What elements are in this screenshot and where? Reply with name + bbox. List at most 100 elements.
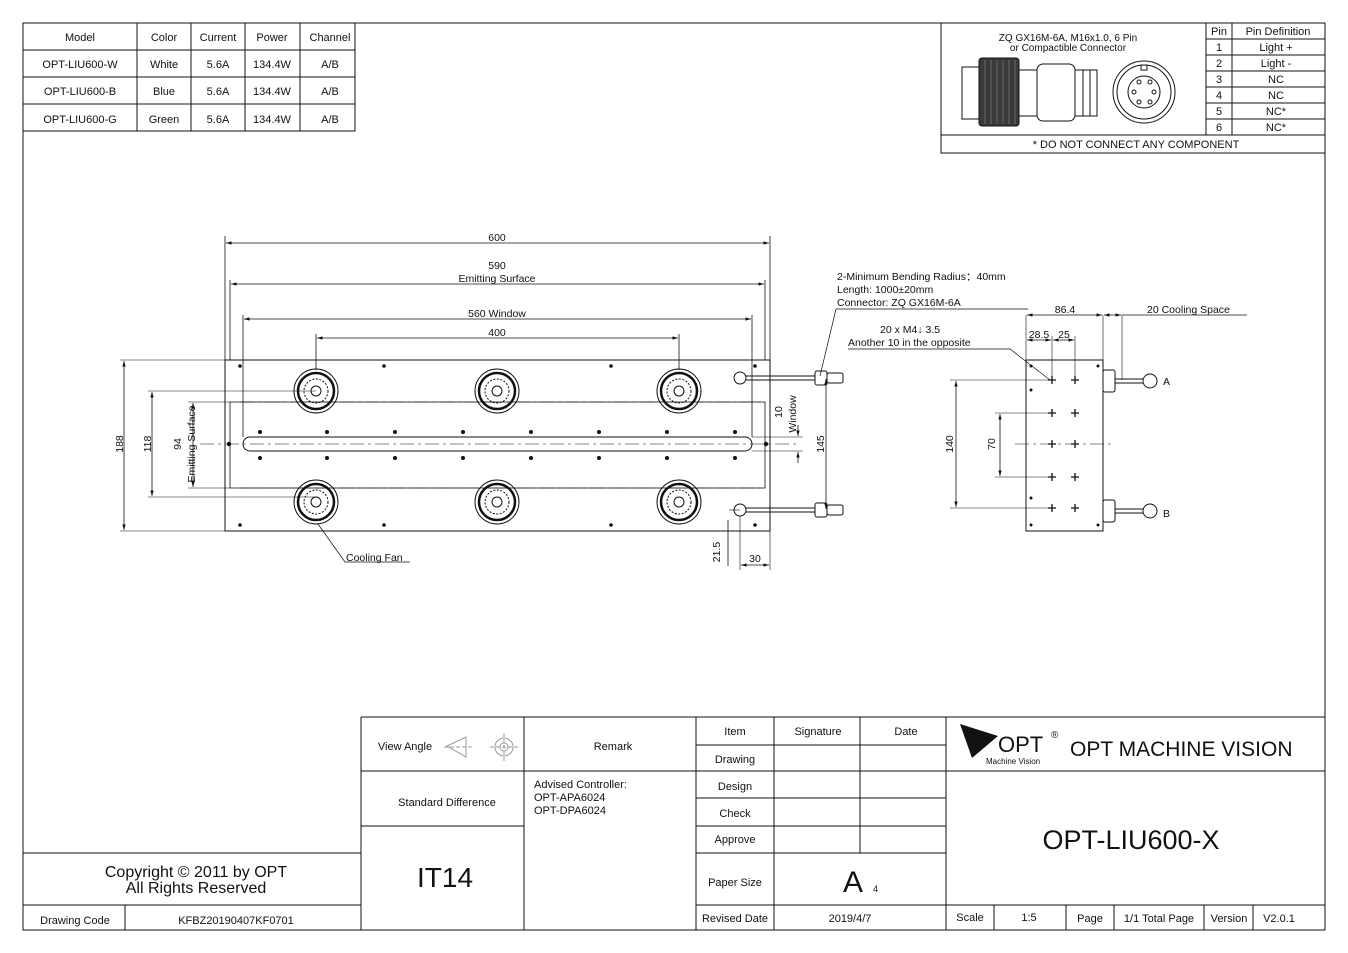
screw-holes xyxy=(226,364,769,527)
tolerance-grade: IT14 xyxy=(417,862,473,893)
spec-cell: 134.4W xyxy=(253,114,292,126)
dimension-30-label: 30 xyxy=(749,553,761,565)
dimension-188-label: 188 xyxy=(114,435,126,453)
sheet-border xyxy=(22,22,1326,931)
connector-a-label: A xyxy=(1163,376,1170,388)
spec-header-model: Model xyxy=(65,32,95,44)
spec-cell: OPT-LIU600-B xyxy=(44,86,116,98)
holes-note: 20 x M4↓ 3.5 xyxy=(880,324,940,336)
connector-title: ZQ GX16M-6A, M16x1.0, 6 Pin xyxy=(999,33,1137,44)
light-body-outline xyxy=(224,359,771,532)
cable-top-icon xyxy=(733,370,844,386)
spec-cell: Blue xyxy=(153,86,175,98)
view-angle-projection-icon xyxy=(444,733,518,761)
pin-number: 5 xyxy=(1216,106,1222,118)
dimension-600-label: 600 xyxy=(488,232,506,244)
spec-cell: 5.6A xyxy=(207,59,230,71)
approve-row-label: Approve xyxy=(715,834,756,846)
dimension-94-label: 94 xyxy=(172,438,184,450)
dimension-25-label: 25 xyxy=(1058,329,1070,341)
side-connector-b-icon xyxy=(1102,499,1158,523)
opt-logo-mark-icon xyxy=(960,724,998,758)
pin-definition: Light - xyxy=(1261,58,1292,70)
holes-note-opposite: Another 10 in the opposite xyxy=(848,337,971,349)
revised-date-value: 2019/4/7 xyxy=(829,913,872,925)
pin-definition: NC* xyxy=(1266,122,1287,134)
spec-cell: A/B xyxy=(321,114,339,126)
logo-text: OPT xyxy=(998,732,1043,757)
revised-date-label: Revised Date xyxy=(702,913,768,925)
side-view: 86.4 20 Cooling Space 28.5 25 20 x M4↓ 3… xyxy=(848,304,1247,532)
logo-subtitle: Machine Vision xyxy=(986,757,1040,766)
spec-table: Model Color Current Power Channel OPT-LI… xyxy=(22,22,356,132)
date-header: Date xyxy=(894,726,917,738)
connector-note: * DO NOT CONNECT ANY COMPONENT xyxy=(1033,139,1240,151)
dimension-118-label: 118 xyxy=(142,435,154,452)
page-label: Page xyxy=(1077,913,1103,925)
connector-subtitle: or Compactible Connector xyxy=(1010,43,1127,54)
cable-note-leader xyxy=(819,308,1028,377)
cooling-fan-leader xyxy=(317,523,410,563)
dimension-86-4-label: 86.4 xyxy=(1055,304,1076,316)
spec-cell: A/B xyxy=(321,59,339,71)
spec-header-current: Current xyxy=(200,32,237,44)
pin-definition: NC* xyxy=(1266,106,1287,118)
copyright-line2: All Rights Reserved xyxy=(126,880,267,897)
dimension-10-label: 10 xyxy=(773,406,785,418)
view-angle-label: View Angle xyxy=(378,741,432,753)
copyright-line1: Copyright © 2011 by OPT xyxy=(105,864,287,881)
spec-cell: 5.6A xyxy=(207,86,230,98)
company-name: OPT MACHINE VISION xyxy=(1070,738,1292,761)
product-model: OPT-LIU600-X xyxy=(1042,825,1219,855)
scale-value: 1:5 xyxy=(1021,912,1036,924)
spec-cell: 134.4W xyxy=(253,86,292,98)
connector-side-view-icon xyxy=(961,57,1098,127)
window-560-label: 560 Window xyxy=(468,308,526,320)
pin-number: 4 xyxy=(1216,90,1222,102)
drawing-code-label: Drawing Code xyxy=(40,915,110,927)
pin-definition: Light + xyxy=(1259,42,1292,54)
opt-logo: OPT ® Machine Vision xyxy=(960,724,1059,766)
spec-cell: A/B xyxy=(321,86,339,98)
spec-cell: 5.6A xyxy=(207,114,230,126)
paper-size-label: Paper Size xyxy=(708,877,762,889)
dimension-70-label: 70 xyxy=(986,438,998,450)
cooling-fan-label: Cooling Fan xyxy=(346,552,403,564)
pin-definition: NC xyxy=(1268,74,1284,86)
spec-header-channel: Channel xyxy=(310,32,351,44)
spec-cell: OPT-LIU600-W xyxy=(42,59,118,71)
advised-controller-label: Advised Controller: xyxy=(534,779,627,791)
cable-note-radius: 2-Minimum Bending Radius：40mm xyxy=(837,271,1006,283)
paper-size-value: A xyxy=(843,866,863,899)
spec-header-power: Power xyxy=(256,32,288,44)
spec-cell: White xyxy=(150,59,178,71)
connector-face-icon xyxy=(1112,60,1176,124)
drawing-code-value: KFBZ20190407KF0701 xyxy=(178,915,294,927)
cable-bottom-icon xyxy=(733,502,844,518)
spec-cell: OPT-LIU600-G xyxy=(43,114,116,126)
scale-label: Scale xyxy=(956,912,984,924)
logo-registered: ® xyxy=(1051,730,1059,741)
version-label: Version xyxy=(1211,913,1248,925)
item-header: Item xyxy=(724,726,745,738)
dimension-145-label: 145 xyxy=(815,435,827,453)
window-vertical-label: Window xyxy=(787,395,799,433)
version-value: V2.0.1 xyxy=(1263,913,1295,925)
drawing-row-label: Drawing xyxy=(715,754,755,766)
remark-label: Remark xyxy=(594,741,633,753)
front-view: 600 590 Emitting Surface 560 Window 400 xyxy=(114,232,1028,570)
cooling-space-label: 20 Cooling Space xyxy=(1147,304,1230,316)
dimension-590-label: 590 xyxy=(488,260,506,272)
side-connector-a-icon xyxy=(1102,369,1158,393)
spec-cell: 134.4W xyxy=(253,59,292,71)
connector-table: ZQ GX16M-6A, M16x1.0, 6 Pin or Compactib… xyxy=(940,22,1326,154)
emitting-surface-vertical-label: Emitting Surface xyxy=(186,405,198,482)
pin-definition: NC xyxy=(1268,90,1284,102)
dimension-21-5-label: 21.5 xyxy=(711,542,723,563)
page-value: 1/1 Total Page xyxy=(1124,913,1194,925)
pin-number: 1 xyxy=(1216,42,1222,54)
pin-number: 6 xyxy=(1216,122,1222,134)
cable-note-length: Length: 1000±20mm xyxy=(837,284,933,296)
emitting-surface-label: Emitting Surface xyxy=(458,273,535,285)
